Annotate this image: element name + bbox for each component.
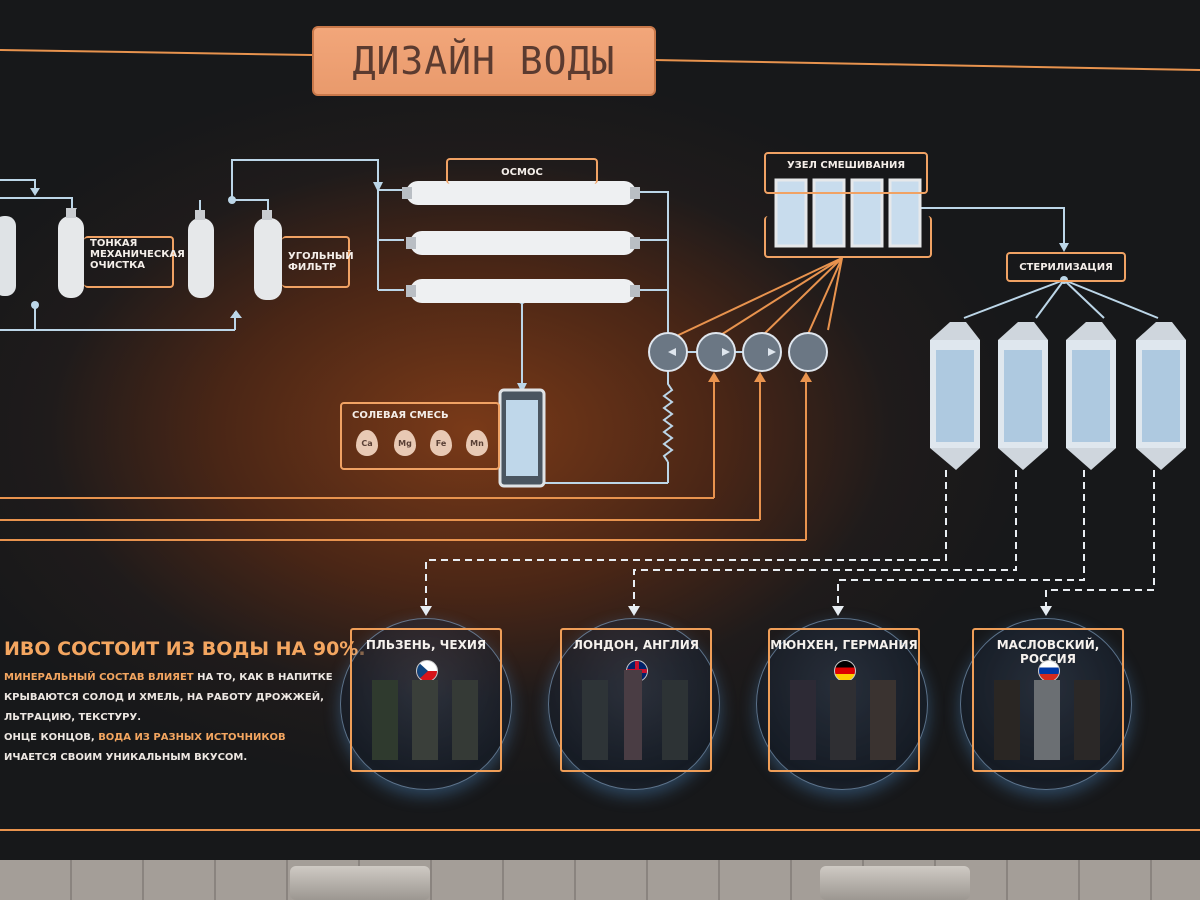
city-name: МАСЛОВСКИЙ, РОССИЯ: [996, 638, 1100, 666]
water-pipes: [0, 159, 1159, 484]
text-line-5: ИЧАЕТСЯ СВОИМ УНИКАЛЬНЫМ ВКУСОМ.: [4, 752, 248, 763]
city-plzen: ПЛЬЗЕНЬ, ЧЕХИЯ: [350, 628, 502, 772]
beer-bottle: [372, 680, 398, 760]
city-name: ПЛЬЗЕНЬ, ЧЕХИЯ: [365, 638, 487, 652]
germany-flag-icon: [834, 660, 856, 682]
beer-bottle: [994, 680, 1020, 760]
city-name: ЛОНДОН, АНГЛИЯ: [572, 638, 700, 652]
fine-filter-label: ТОНКАЯ МЕХАНИЧЕСКАЯ ОЧИСТКА: [84, 236, 185, 288]
process-diagram: [0, 49, 1200, 831]
floor-fixture: [820, 866, 970, 900]
floor-fixture: [290, 866, 430, 900]
mixing-node-label: УЗЕЛ СМЕШИВАНИЯ: [764, 152, 928, 194]
mineral-ca: Ca: [356, 430, 378, 456]
beer-bottle: [662, 680, 688, 760]
mixing-node-frame: [764, 216, 932, 258]
distribution-lines: [425, 470, 1155, 608]
city-london: ЛОНДОН, АНГЛИЯ: [560, 628, 712, 772]
salt-mix-box: СОЛЕВАЯ СМЕСЬ Ca Mg Fe Mn: [340, 402, 500, 470]
text-line-1: МИНЕРАЛЬНЫЙ СОСТАВ ВЛИЯЕТ НА ТО, КАК В Н…: [4, 672, 333, 683]
mineral-mg: Mg: [394, 430, 416, 456]
osmosis-label: ОСМОС: [446, 158, 598, 184]
text-line-2: КРЫВАЮТСЯ СОЛОД И ХМЕЛЬ, НА РАБОТУ ДРОЖЖ…: [4, 692, 324, 703]
carbon-filter-label: УГОЛЬНЫЙ ФИЛЬТР: [282, 236, 354, 288]
salt-mix-tank: [498, 388, 546, 488]
floor: [0, 860, 1200, 900]
city-munich: МЮНХЕН, ГЕРМАНИЯ: [768, 628, 920, 772]
exhibit-board: ДИЗАЙН ВОДЫ ТОНКАЯ МЕХАНИЧЕСКАЯ ОЧИСТКА …: [0, 0, 1200, 872]
beer-bottle: [830, 680, 856, 760]
czech-flag-icon: [416, 660, 438, 682]
carbon-filter-tanks: [188, 210, 282, 300]
city-maslovsky: МАСЛОВСКИЙ, РОССИЯ: [972, 628, 1124, 772]
mineral-fe: Fe: [430, 430, 452, 456]
frame-lines: [0, 49, 1200, 831]
city-name: МЮНХЕН, ГЕРМАНИЯ: [770, 638, 918, 652]
beer-bottle: [452, 680, 478, 760]
mixing-spheres: [648, 332, 828, 372]
text-line-4: ОНЦЕ КОНЦОВ, ВОДА ИЗ РАЗНЫХ ИСТОЧНИКОВ: [4, 732, 286, 743]
page-title: ДИЗАЙН ВОДЫ: [312, 26, 656, 96]
sterilization-tanks: [930, 322, 1186, 470]
beer-bottle: [870, 680, 896, 760]
beer-bottle: [790, 680, 816, 760]
mixing-node-tanks: [774, 178, 922, 248]
beer-bottle: [624, 670, 642, 760]
text-line-3: ЛЬТРАЦИЮ, ТЕКСТУРУ.: [4, 712, 142, 723]
headline: ИВО СОСТОИТ ИЗ ВОДЫ НА 90%.: [4, 638, 366, 660]
mechanical-filter-tanks: [0, 208, 84, 298]
beer-bottle: [1074, 680, 1100, 760]
beer-bottle: [412, 680, 438, 760]
salt-mix-label: СОЛЕВАЯ СМЕСЬ: [352, 410, 449, 421]
beer-bottle: [1034, 680, 1060, 760]
mineral-mn: Mn: [466, 430, 488, 456]
russia-flag-icon: [1038, 660, 1060, 682]
sterilization-label: СТЕРИЛИЗАЦИЯ: [1006, 252, 1126, 282]
osmosis-membranes: [402, 181, 640, 303]
beer-bottle: [582, 680, 608, 760]
